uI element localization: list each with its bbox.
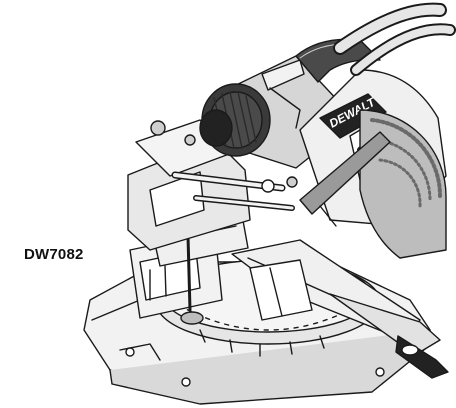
kerf-plate — [249, 259, 313, 321]
model-label: DW7082 — [24, 246, 84, 263]
operating-lever — [299, 131, 391, 227]
upper-arm — [333, 2, 456, 76]
slide-rails — [171, 171, 298, 211]
